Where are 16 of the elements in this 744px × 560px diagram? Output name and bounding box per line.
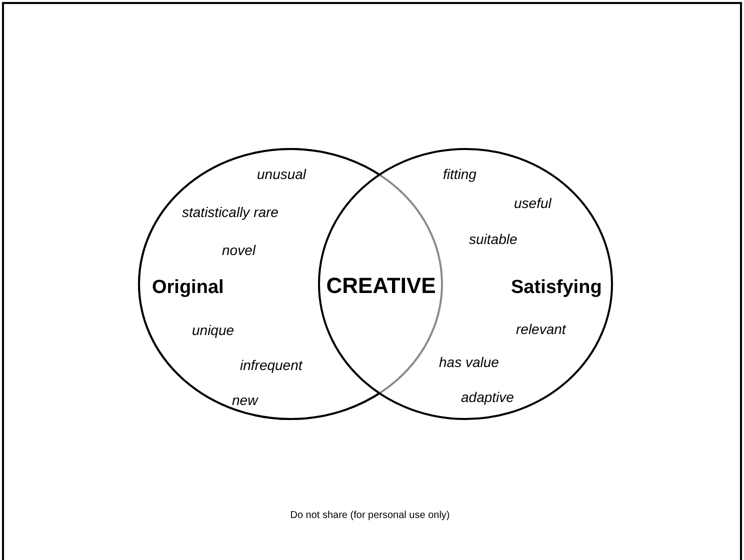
descriptor-text: novel	[222, 241, 256, 259]
descriptor-text: statistically rare	[182, 203, 278, 221]
descriptor-text: adaptive	[461, 388, 514, 406]
descriptor-text: fitting	[443, 165, 476, 183]
descriptor-text: new	[232, 391, 258, 409]
descriptor-text: unusual	[257, 165, 306, 183]
circle-title: Satisfying	[511, 276, 602, 300]
descriptor-text: relevant	[516, 320, 566, 338]
descriptor-text: infrequent	[240, 356, 302, 374]
descriptor-text: useful	[514, 194, 552, 212]
descriptor-text: suitable	[469, 230, 518, 248]
overlap-title: CREATIVE	[325, 272, 437, 300]
footer-note: Do not share (for personal use only)	[289, 509, 451, 523]
descriptor-text: has value	[439, 353, 499, 371]
circle-title: Original	[152, 276, 224, 300]
descriptor-text: unique	[192, 321, 234, 339]
